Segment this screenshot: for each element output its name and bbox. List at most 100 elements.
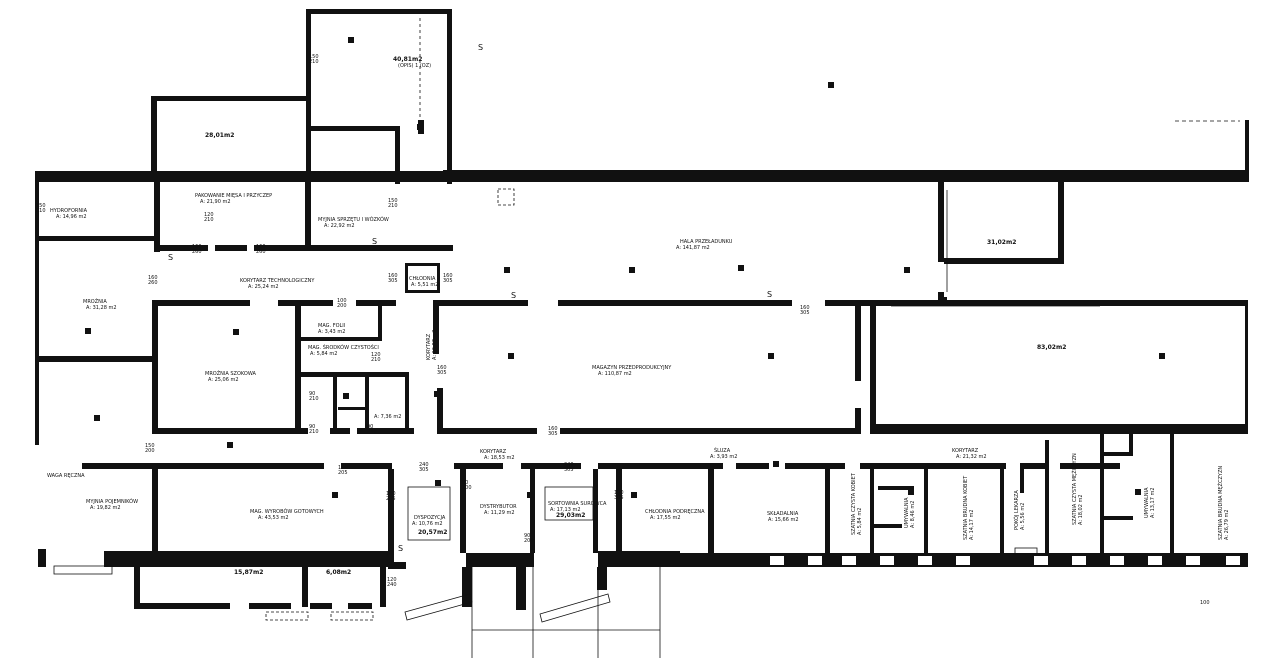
area-bottom-b: 6,08m2: [326, 569, 351, 576]
area-sort: 29,03m2: [556, 512, 585, 519]
area-left-upper: 28,01m2: [205, 132, 234, 139]
room-name-mag-srodkow: MAG. ŚRODKÓW CZYSTOŚCI: [308, 344, 379, 351]
room-area-chlodnia-podreczna: A: 17,55 m2: [650, 515, 681, 521]
room-name-mroznia: MROŹNIA: [83, 297, 107, 305]
room-area-sortownia: A: 17,13 m2: [550, 507, 581, 513]
room-name-mag-wyrobow: MAG. WYROBÓW GOTOWYCH: [250, 508, 324, 515]
area-right-big: 83,02m2: [1037, 344, 1066, 351]
s-mark: S: [478, 43, 483, 52]
room-area-sluza: A: 3,93 m2: [710, 454, 737, 460]
top-room-note: (OPIS) 1 (OZ): [398, 63, 431, 69]
room-name-skladalnia: SKŁADALNIA: [767, 511, 799, 517]
room-name-umywalnia-m: UMYWALNIA: [1144, 487, 1150, 518]
room-area-szatnia-czysta-m: A: 18,02 m2: [1078, 494, 1084, 525]
area-top-room: 40,81m2: [393, 56, 422, 63]
scale-note: 100: [1200, 600, 1210, 606]
room-name-szatnia-czysta-m: SZATNIA CZYSTA MĘŻCZYZN: [1071, 453, 1078, 525]
room-name-sluza: ŚLUZA: [714, 447, 731, 454]
room-name-dyspozycja: DYSPOZYCJA: [414, 515, 446, 521]
room-area-korytarz-techn: A: 25,24 m2: [248, 284, 279, 290]
room-area-dystrybutor: A: 11,29 m2: [484, 510, 515, 516]
s-mark: S: [767, 290, 772, 299]
area-bottom-a: 15,87m2: [234, 569, 263, 576]
room-name-waga: WAGA RĘCZNA: [47, 473, 85, 479]
room-name-myjnia-sprzetu: MYJNIA SPRZĘTU I WÓZKÓW: [318, 216, 389, 223]
room-name-dystrybutor: DYSTRYBUTOR: [480, 504, 517, 510]
room-area-dyspozycja: A: 10,76 m2: [412, 521, 443, 527]
room-name-myjnia-pojemnikow: MYJNIA POJEMNIKÓW: [86, 498, 138, 505]
room-name-chlodnia-mala: CHŁODNIA: [409, 276, 436, 282]
room-area-skladalnia: A: 15,66 m2: [768, 517, 799, 523]
room-area-mag-wyrobow: A: 43,53 m2: [258, 515, 289, 521]
room-name-korytarz-dolny: KORYTARZ: [480, 449, 507, 455]
room-name-chlodnia-podreczna: CHŁODNIA PODRĘCZNA: [645, 509, 705, 515]
room-name-korytarz-prawy: KORYTARZ: [952, 448, 979, 454]
column-markers: [85, 37, 1165, 498]
room-name-pokoj-lekarza: POKÓJ LEKARZA: [1013, 490, 1020, 530]
room-name-szatnia-brudna-m: SZATNIA BRUDNA MĘŻCZYZN: [1217, 466, 1224, 540]
room-name-umywalnia-k: UMYWALNIA: [904, 497, 910, 528]
s-mark: S: [168, 253, 173, 262]
room-labels: 40,81m2 (OPIS) 1 (OZ) 28,01m2 31,02m2 83…: [47, 56, 1230, 576]
s-mark: S: [398, 544, 403, 553]
room-area-chlodnia-mala: A: 5,51 m2: [411, 282, 438, 288]
room-area-mag-srodkow: A: 5,84 m2: [310, 351, 337, 357]
room-name-szatnia-brudna-k: SZATNIA BRUDNA KOBIET: [963, 475, 969, 540]
room-name-korytarz-techn: KORYTARZ TECHNOLOGICZNY: [240, 278, 315, 284]
room-name-magazyn: MAGAZYN PRZEDPRODUKCYJNY: [592, 365, 672, 371]
room-name-hydrofornia: HYDROFORNIA: [50, 208, 88, 214]
room-name-pakowanie: PAKOWANIE MIĘSA I PRZYCZEP: [195, 193, 272, 199]
room-area-pokoj-lekarza: A: 5,56 m2: [1020, 503, 1026, 530]
room-name-mag-folii: MAG. FOLII: [318, 323, 345, 329]
room-area-wc: A: 7,36 m2: [374, 414, 401, 420]
room-area-mroznia: A: 31,28 m2: [86, 305, 117, 311]
room-area-korytarz-prawy: A: 21,32 m2: [956, 454, 987, 460]
s-mark: S: [372, 237, 377, 246]
room-area-umywalnia-m: A: 13,17 m2: [1150, 487, 1156, 518]
room-name-sortownia: SORTOWNIA SUROWCA: [548, 501, 607, 507]
room-name-hala: HALA PRZEŁADUNKU: [680, 239, 733, 245]
room-area-umywalnia-k: A: 8,46 m2: [910, 501, 916, 528]
room-area-szatnia-brudna-m: A: 26,79 m2: [1224, 509, 1230, 540]
room-area-korytarz-pion: A: 10,87 m2: [432, 329, 438, 360]
room-area-szatnia-czysta-k: A: 5,84 m2: [857, 508, 863, 535]
thin-lines: [53, 18, 1240, 658]
room-area-pakowanie: A: 21,90 m2: [200, 199, 231, 205]
room-area-magazyn: A: 110,87 m2: [598, 371, 632, 377]
windows: [770, 556, 1240, 565]
area-disp: 20,57m2: [418, 529, 447, 536]
room-name-szatnia-czysta-k: SZATNIA CZYSTA KOBIET: [851, 472, 857, 535]
area-right-small: 31,02m2: [987, 239, 1016, 246]
room-area-myjnia-pojemnikow: A: 19,82 m2: [90, 505, 121, 511]
room-area-mroznia-szokowa: A: 25,06 m2: [208, 377, 239, 383]
room-area-hala: A: 141,87 m2: [676, 245, 710, 251]
s-marks: S S S S S S: [168, 43, 772, 553]
